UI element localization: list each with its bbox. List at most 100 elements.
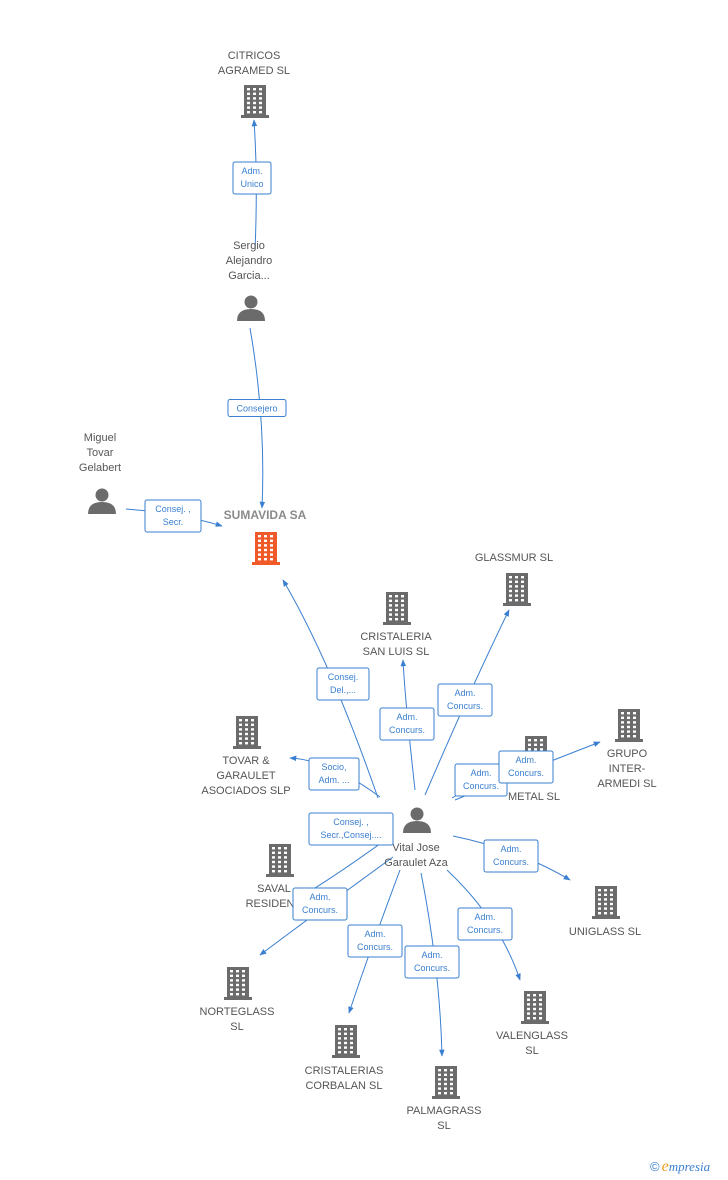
building-icon — [266, 844, 294, 877]
node-glassmur[interactable]: GLASSMUR SL — [475, 552, 553, 606]
building-icon — [503, 573, 531, 606]
node-label: CITRICOS — [228, 50, 281, 62]
relation-label-box — [457, 907, 513, 941]
node-label: Garcia... — [228, 270, 270, 282]
relation-label-text: Concurs. — [414, 963, 450, 973]
relation-label-text: Concurs. — [463, 781, 499, 791]
relation-label-box — [498, 750, 554, 784]
node-saval[interactable]: SAVAL RESIDENC — [246, 844, 303, 910]
relation-label-box — [347, 924, 403, 958]
relation-label-box — [437, 683, 493, 717]
node-label: Vital Jose — [392, 842, 440, 854]
relation-label-text: Concurs. — [302, 905, 338, 915]
node-label: ASOCIADOS SLP — [201, 785, 290, 797]
node-label: SAN LUIS SL — [363, 646, 430, 658]
node-sumavida[interactable]: SUMAVIDA SA — [224, 508, 307, 565]
node-label: CRISTALERIAS — [305, 1065, 384, 1077]
relation-label-text: Concurs. — [389, 725, 425, 735]
node-label: RESIDENC — [246, 898, 303, 910]
relation-label-vital-cristaleria_sl[interactable]: Adm.Concurs. — [379, 707, 435, 741]
person-icon — [88, 488, 116, 514]
relation-label-miguel-sumavida[interactable]: Consej. ,Secr. — [144, 499, 202, 533]
relation-label-sergio-sumavida[interactable]: Consejero — [227, 399, 287, 417]
node-label: GLASSMUR SL — [475, 552, 553, 564]
node-label: INTER- — [609, 763, 646, 775]
relation-label-vital-sumavida[interactable]: Consej.Del.,... — [316, 667, 370, 701]
building-icon — [252, 532, 280, 565]
relation-label-box — [379, 707, 435, 741]
relation-label-text: Adm. — [515, 755, 536, 765]
node-label: Tovar — [87, 447, 114, 459]
building-icon — [241, 85, 269, 118]
relation-label-text: Secr.,Consej.... — [320, 830, 381, 840]
node-label: GRUPO — [607, 748, 648, 760]
relation-label-box — [308, 757, 360, 791]
person-icon — [403, 807, 431, 833]
building-icon — [332, 1025, 360, 1058]
relation-label-text: Adm. — [421, 950, 442, 960]
relation-label-text: Adm. — [454, 688, 475, 698]
relation-label-vital-norteglass[interactable]: Adm.Concurs. — [292, 887, 348, 921]
relation-label-vital-grupo[interactable]: Adm. Concurs. — [498, 750, 554, 784]
building-icon — [224, 967, 252, 1000]
relation-label-text: Concurs. — [508, 768, 544, 778]
relation-label-text: Adm. — [500, 844, 521, 854]
node-label: METAL SL — [508, 791, 560, 803]
relation-label-box — [483, 839, 539, 873]
node-label: SAVAL — [257, 883, 291, 895]
relation-label-vital-corbalan[interactable]: Adm. Concurs. — [347, 924, 403, 958]
node-sergio[interactable]: SergioAlejandroGarcia... — [226, 240, 272, 321]
relation-label-vital-valenglass[interactable]: Adm. Concurs. — [457, 907, 513, 941]
building-icon — [521, 991, 549, 1024]
relation-label-text: Concurs. — [493, 857, 529, 867]
node-label: AGRAMED SL — [218, 65, 290, 77]
relation-label-box — [404, 945, 460, 979]
node-label: SL — [437, 1120, 450, 1132]
relation-label-text: Adm. ... — [318, 775, 349, 785]
relation-label-text: Adm. — [364, 929, 385, 939]
relation-label-vital-tovar[interactable]: Socio, Adm. ... — [308, 757, 360, 791]
relation-label-text: Consej. , — [333, 817, 369, 827]
relation-label-box — [144, 499, 202, 533]
empresia-logo[interactable]: ©empresia — [650, 1158, 710, 1176]
relation-label-box — [292, 887, 348, 921]
relation-label-text: Socio, — [321, 762, 346, 772]
copyright-symbol: © — [650, 1159, 660, 1174]
relation-label-vital-palmagrass[interactable]: Adm. Concurs. — [404, 945, 460, 979]
relation-label-vital-glassmur[interactable]: Adm. Concurs. — [437, 683, 493, 717]
relation-label-text: Concurs. — [447, 701, 483, 711]
relation-label-text: Concurs. — [467, 925, 503, 935]
relation-label-text: Concurs. — [357, 942, 393, 952]
building-icon — [615, 709, 643, 742]
relation-label-text: Unico — [240, 179, 263, 189]
relation-label-box — [308, 812, 394, 846]
node-label: Gelabert — [79, 462, 121, 474]
node-citricos[interactable]: CITRICOS AGRAMED SL — [218, 50, 290, 118]
relation-label-text: Adm. — [474, 912, 495, 922]
relation-label-vital-uniglass[interactable]: Adm. Concurs. — [483, 839, 539, 873]
node-label: NORTEGLASS — [200, 1006, 275, 1018]
relation-label-box — [232, 161, 272, 195]
node-uniglass[interactable]: UNIGLASS SL — [569, 886, 641, 938]
relation-label-text: Secr. — [163, 517, 184, 527]
relation-label-sergio-citricos[interactable]: Adm.Unico — [232, 161, 272, 195]
node-label: SL — [230, 1021, 243, 1033]
relation-label-text: Consejero — [236, 404, 277, 414]
node-label: TOVAR & — [222, 755, 270, 767]
building-icon — [383, 592, 411, 625]
node-label: Sergio — [233, 240, 265, 252]
relation-label-text: Del.,... — [330, 685, 356, 695]
node-norteglass[interactable]: NORTEGLASS SL — [200, 967, 275, 1033]
relation-label-vital-saval[interactable]: Consej. , Secr.,Consej.... — [308, 812, 394, 846]
person-icon — [237, 295, 265, 321]
